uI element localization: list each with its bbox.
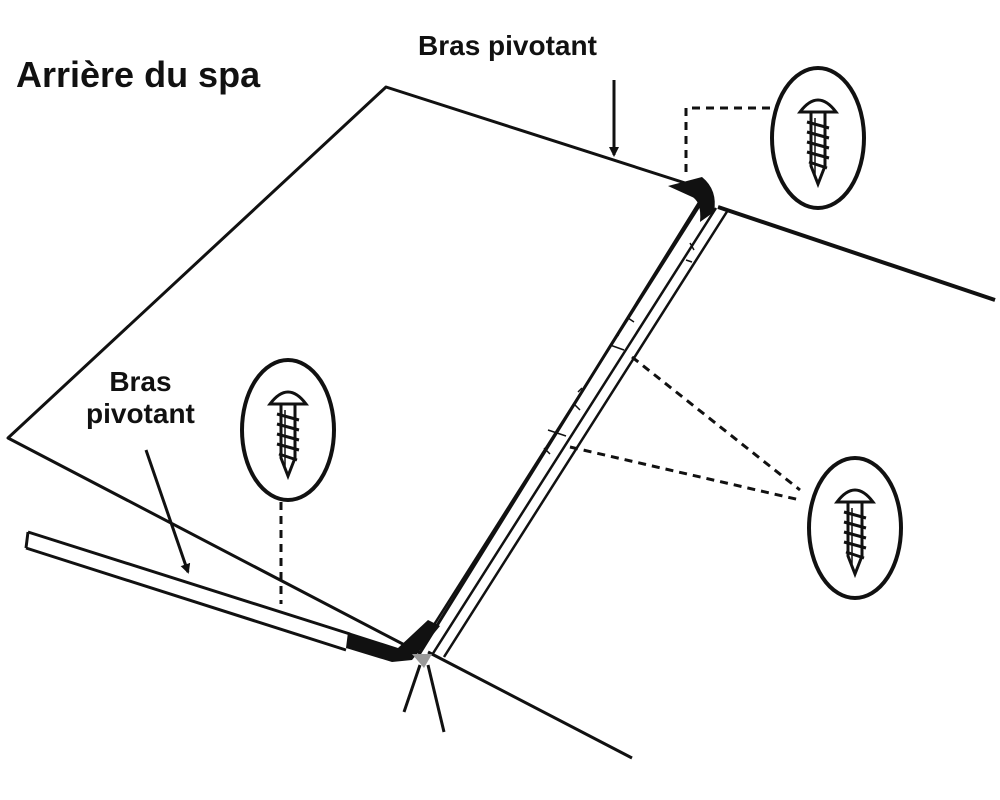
screw-icon bbox=[807, 456, 903, 600]
hinge-strip bbox=[416, 204, 730, 658]
cover-panel-outline bbox=[6, 85, 709, 655]
diagram-title: Arrière du spa bbox=[16, 54, 261, 95]
spa-edge-top bbox=[717, 205, 996, 302]
swivel-arm-label-left-line2: pivotant bbox=[86, 398, 195, 430]
swivel-arm-label-left: Bras pivotant bbox=[86, 366, 195, 430]
corner-bracket-top bbox=[668, 177, 715, 222]
swivel-arm-label-left-line1: Bras bbox=[109, 366, 172, 397]
support-leg bbox=[402, 664, 422, 713]
arrow-left bbox=[144, 449, 191, 574]
spa-edge-bottom bbox=[427, 650, 633, 760]
swivel-arm-label-top: Bras pivotant bbox=[418, 30, 597, 61]
screw-icon bbox=[240, 358, 336, 502]
screw-icon bbox=[770, 66, 866, 210]
hinge-pivot-marker bbox=[412, 654, 432, 668]
support-leg bbox=[426, 664, 446, 733]
corner-bracket-bottom bbox=[346, 620, 440, 662]
swivel-arm-bar bbox=[24, 530, 351, 652]
leader-lines bbox=[279, 106, 801, 604]
